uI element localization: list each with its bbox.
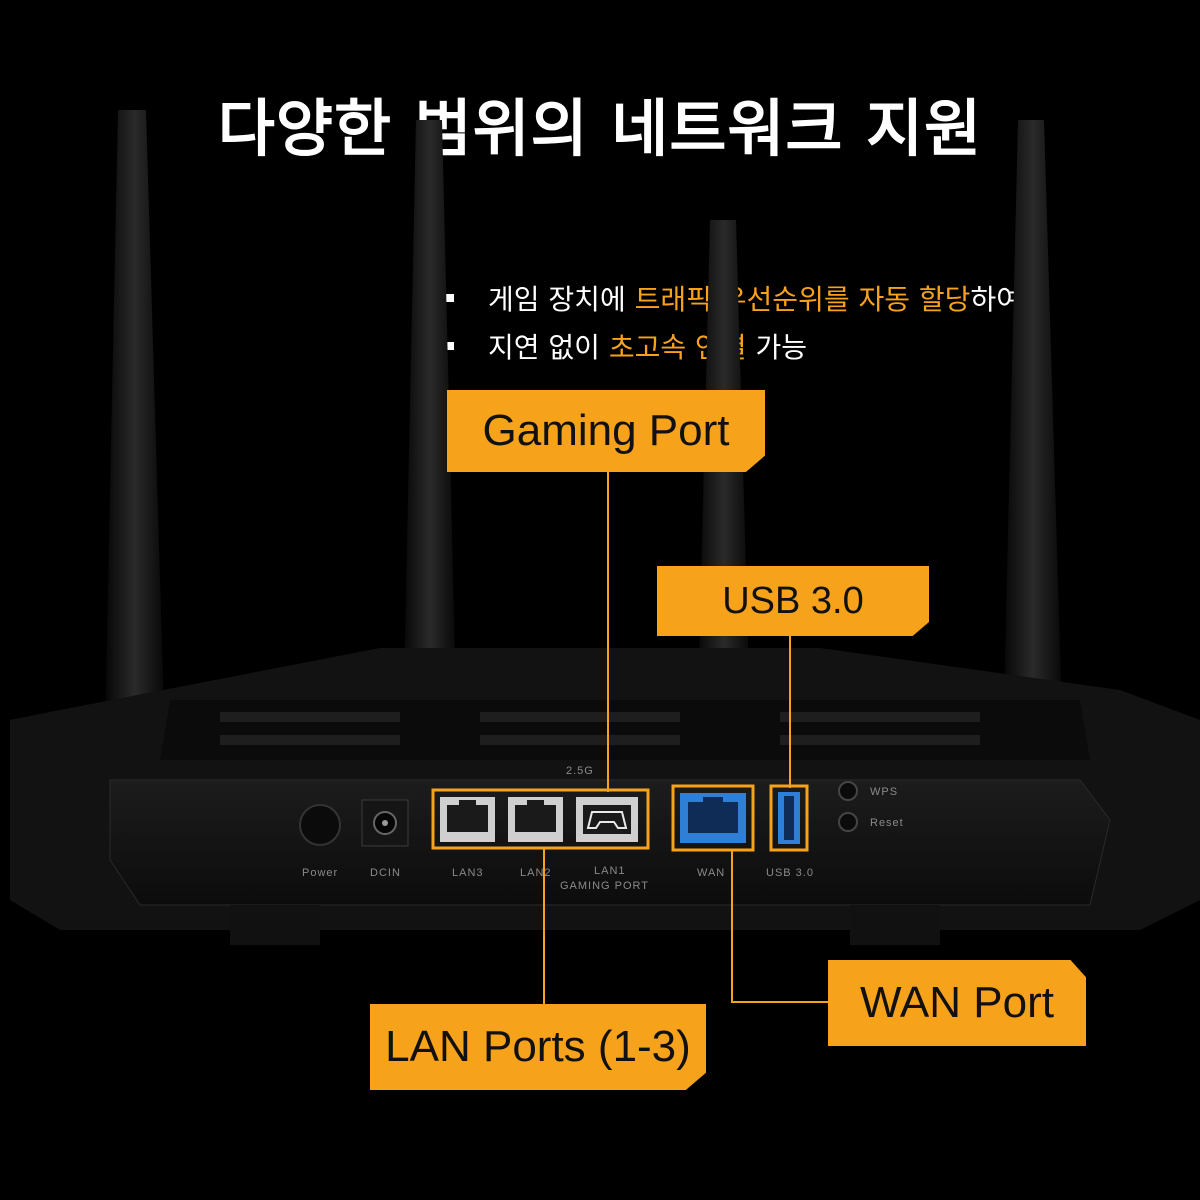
gaming-port-connector — [607, 470, 609, 792]
bullet-icon — [446, 294, 454, 302]
dc-in-icon — [361, 799, 409, 847]
router-label-wps: WPS — [870, 786, 898, 798]
page-title: 다양한 범위의 네트워크 지원 — [217, 92, 983, 165]
feature-bullets: 게임 장치에 트래픽 우선순위를 자동 할당하여 지연 없이 초고속 연결 가능 — [446, 274, 1022, 370]
bullet-text: 게임 장치에 트래픽 우선순위를 자동 할당하여 — [488, 283, 1022, 316]
reset-button-icon — [838, 812, 858, 832]
antenna-icon — [402, 120, 458, 780]
usb-connector — [789, 636, 791, 788]
lan3-port-icon — [440, 797, 495, 842]
gaming-port-icon — [576, 797, 638, 842]
antenna-icon — [1002, 120, 1064, 780]
bullet-item: 게임 장치에 트래픽 우선순위를 자동 할당하여 — [446, 274, 1022, 322]
antenna-icon — [696, 220, 752, 780]
wan-connector — [731, 850, 733, 1002]
power-button-icon — [299, 804, 341, 846]
lan2-port-icon — [508, 797, 563, 842]
wan-port-highlight — [671, 784, 755, 852]
gaming-port-callout: Gaming Port — [447, 390, 765, 472]
usb-callout: USB 3.0 — [657, 566, 929, 636]
wan-connector-horizontal — [731, 1001, 829, 1003]
router-label-gaming-port: GAMING PORT — [560, 880, 649, 892]
antenna-icon — [104, 110, 166, 780]
usb-port-icon — [778, 792, 800, 844]
lan-connector — [543, 848, 545, 1004]
wan-port-icon — [680, 793, 746, 843]
router-label-lan1: LAN1 — [594, 865, 626, 877]
lan-ports-highlight — [431, 788, 650, 850]
router-label-usb: USB 3.0 — [766, 867, 814, 879]
router-label-speed: 2.5G — [566, 765, 594, 777]
router-label-wan: WAN — [697, 867, 725, 879]
router-label-lan2: LAN2 — [520, 867, 552, 879]
router-label-dcin: DCIN — [370, 867, 401, 879]
lan-ports-callout: LAN Ports (1-3) — [370, 1004, 706, 1090]
bullet-icon — [446, 342, 454, 350]
wps-button-icon — [838, 781, 858, 801]
router-label-power: Power — [302, 867, 338, 879]
wan-port-callout: WAN Port — [828, 960, 1086, 1046]
router-label-lan3: LAN3 — [452, 867, 484, 879]
router-label-reset: Reset — [870, 817, 904, 829]
